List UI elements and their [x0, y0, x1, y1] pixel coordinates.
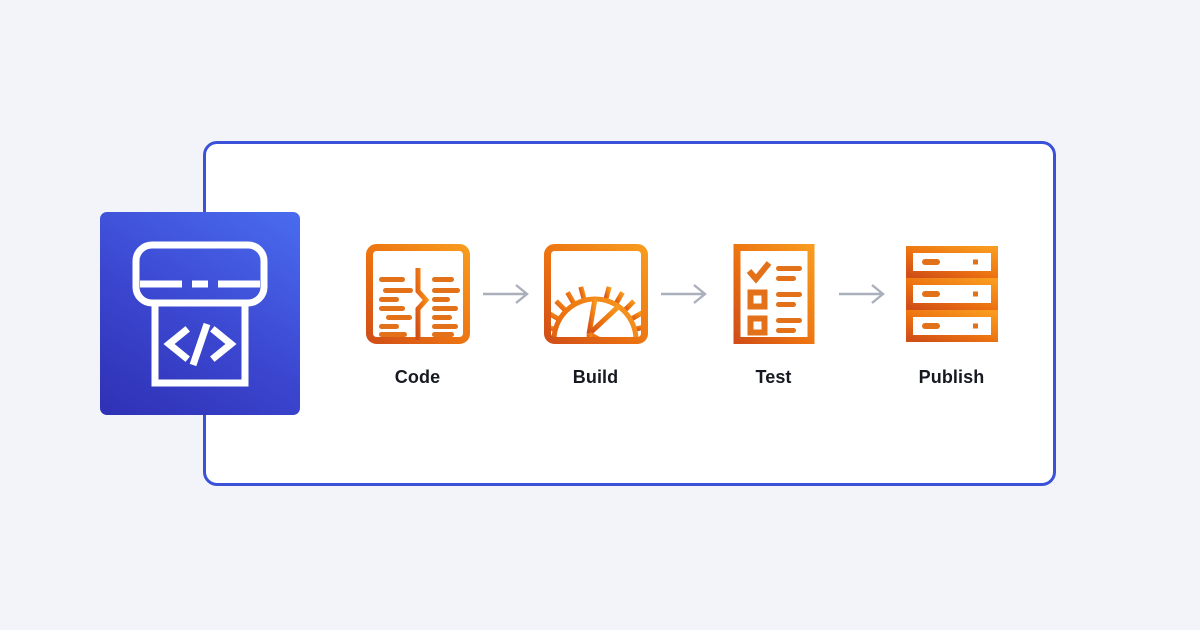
stage-label-build: Build: [572, 366, 619, 387]
server-stack-icon: [905, 242, 998, 346]
pipeline-card: Code: [203, 141, 1056, 486]
arrow-right-icon: [654, 262, 716, 366]
stage-label-test: Test: [755, 366, 792, 387]
pipeline-stage-code[interactable]: Code: [356, 242, 480, 386]
codepipeline-icon: [132, 241, 268, 386]
codepipeline-product-tile: [100, 212, 300, 415]
stage-label-publish: Publish: [918, 366, 985, 387]
pipeline-stage-publish[interactable]: Publish: [890, 242, 1014, 386]
arrow-right-icon: [832, 262, 894, 366]
pipeline-stage-build[interactable]: Build: [534, 242, 658, 386]
pipeline-stage-test[interactable]: Test: [712, 242, 836, 386]
code-editor-icon: [365, 242, 470, 346]
gear-build-icon: [543, 242, 648, 346]
pipeline-stage-row: Code: [206, 144, 1053, 483]
arrow-right-icon: [476, 262, 538, 366]
checklist-icon: [733, 242, 815, 346]
stage-label-code: Code: [394, 366, 441, 387]
